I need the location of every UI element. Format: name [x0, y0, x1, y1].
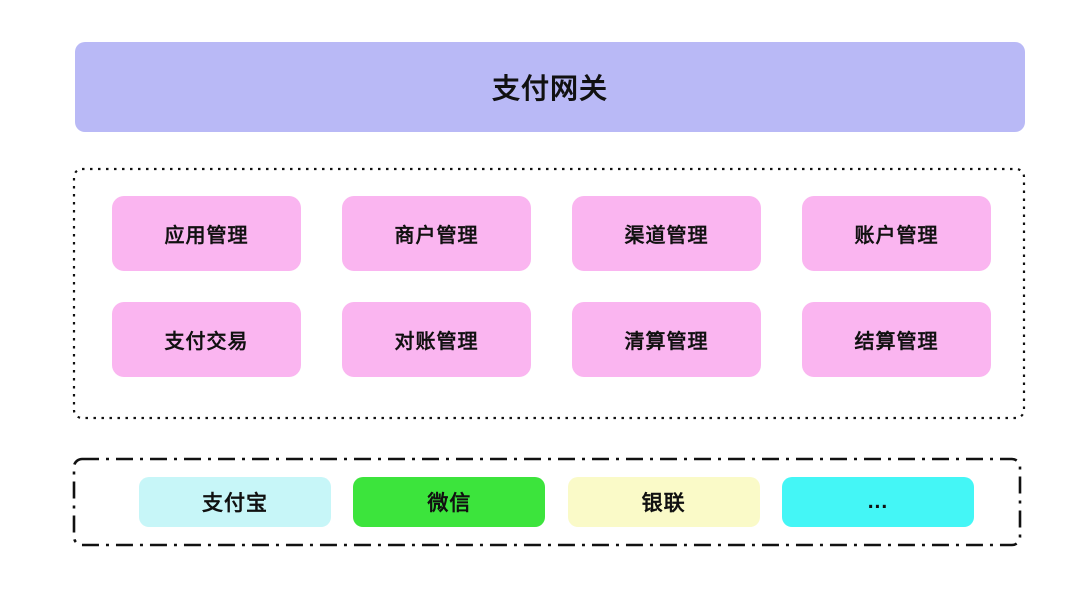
modules-grid: 应用管理 商户管理 渠道管理 账户管理 支付交易 对账管理 清算管理 结算管理 — [72, 167, 1026, 420]
channels-panel: 支付宝 微信 银联 ... — [72, 457, 1022, 547]
module-merchant-management: 商户管理 — [342, 196, 531, 271]
channel-unionpay: 银联 — [567, 477, 760, 527]
gateway-banner: 支付网关 — [75, 42, 1025, 132]
module-clearing-management: 清算管理 — [572, 302, 761, 377]
channel-more: ... — [781, 477, 974, 527]
modules-panel: 应用管理 商户管理 渠道管理 账户管理 支付交易 对账管理 清算管理 结算管理 — [72, 167, 1026, 420]
channels-row: 支付宝 微信 银联 ... — [72, 457, 1022, 547]
channel-wechat: 微信 — [353, 477, 546, 527]
module-app-management: 应用管理 — [112, 196, 301, 271]
module-reconciliation-management: 对账管理 — [342, 302, 531, 377]
module-channel-management: 渠道管理 — [572, 196, 761, 271]
module-payment-transaction: 支付交易 — [112, 302, 301, 377]
module-settlement-management: 结算管理 — [802, 302, 991, 377]
module-account-management: 账户管理 — [802, 196, 991, 271]
channel-alipay: 支付宝 — [139, 477, 331, 527]
